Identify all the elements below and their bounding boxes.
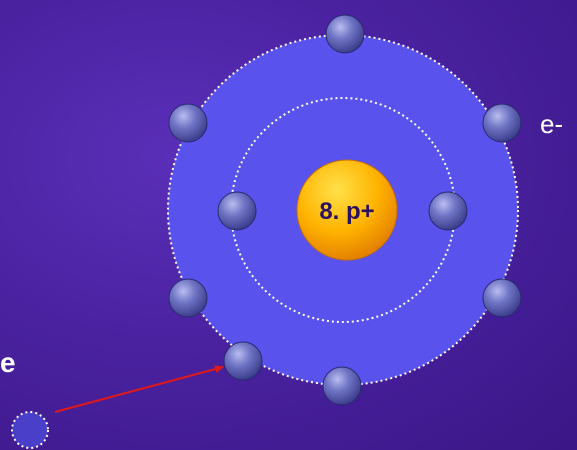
electron-label: e- [540,109,563,139]
electron-outer-upper-left [168,103,208,143]
electron-inner-right [428,191,468,231]
incoming-electron-ghost [11,411,49,449]
nucleus: 8. p+ [296,159,398,261]
electron-outer-top [325,14,365,54]
electron-outer-lower-left [168,278,208,318]
nucleus-label: 8. p+ [319,198,374,225]
electron-outer-lower-right [482,278,522,318]
outer-orbit [167,34,519,386]
incoming-electron-arrow [54,365,224,413]
electron-outer-bottom [322,366,362,406]
electron-outer-upper-right [482,103,522,143]
electron-outer-incoming-target [223,341,263,381]
left-partial-label: e [0,347,16,378]
electron-inner-left [217,191,257,231]
